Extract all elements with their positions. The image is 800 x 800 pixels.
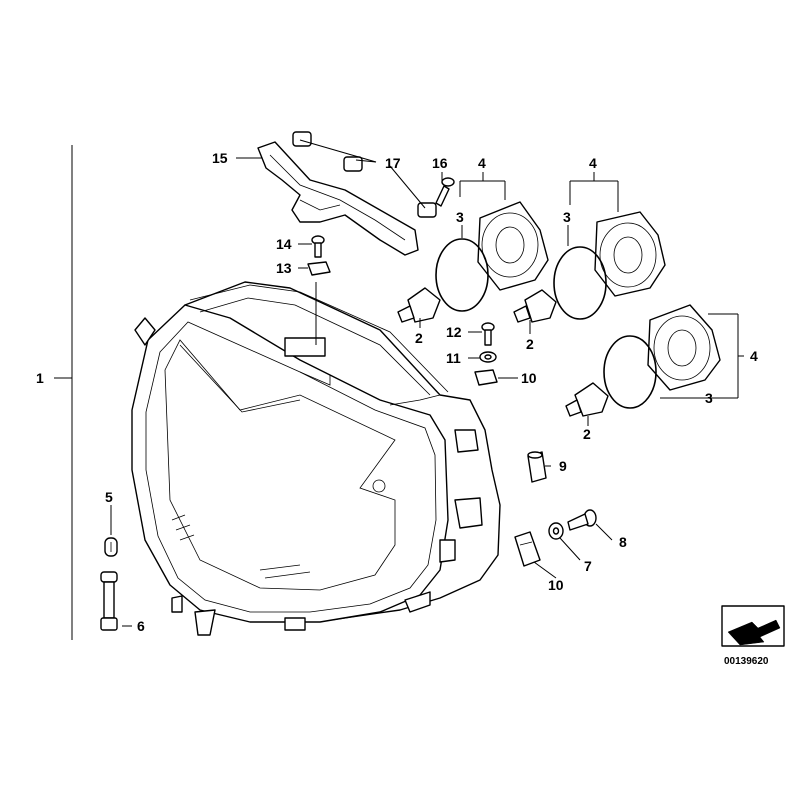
- callout-6: 6: [137, 618, 145, 634]
- callout-10-top: 10: [521, 370, 537, 386]
- callout-bracket-4-left: [459, 172, 506, 200]
- callout-3-middle: 3: [563, 209, 571, 225]
- callout-10-bottom: 10: [548, 577, 564, 593]
- screw-16: [435, 177, 455, 207]
- callout-7: 7: [584, 558, 592, 574]
- callouts: 1 15 17 16 4 4 3 3 14 13 2 2 12 11 10 4 …: [36, 150, 758, 634]
- reflector-unit-middle: [594, 211, 666, 297]
- callout-17: 17: [385, 155, 401, 171]
- orientation-arrow-icon: [721, 605, 785, 647]
- callout-bracket-4-right: [660, 313, 744, 399]
- callout-5: 5: [105, 489, 113, 505]
- screw-8: [567, 509, 597, 531]
- callout-4-left: 4: [478, 155, 486, 171]
- callout-4-middle: 4: [589, 155, 597, 171]
- clip-13: [307, 261, 331, 276]
- bracket-15: [257, 141, 419, 256]
- callout-13: 13: [276, 260, 292, 276]
- reflector-unit-right: [647, 304, 721, 391]
- bulb-5: [104, 537, 118, 557]
- callout-15: 15: [212, 150, 228, 166]
- screw-12: [481, 322, 495, 346]
- assembly-bracket-1: [54, 145, 73, 640]
- callout-2-middle: 2: [526, 336, 534, 352]
- sleeve-9: [527, 451, 547, 483]
- callout-1: 1: [36, 370, 44, 386]
- leader-lines: [110, 139, 613, 627]
- screw-14: [311, 235, 325, 258]
- leader-3: [461, 225, 569, 246]
- clip-10-top: [474, 369, 498, 386]
- reflector-unit-left: [477, 201, 549, 291]
- grommet-17: [292, 131, 437, 218]
- washer-7: [548, 522, 564, 540]
- callout-3-right: 3: [705, 390, 713, 406]
- bulb-2-left: [397, 287, 441, 323]
- callout-9: 9: [559, 458, 567, 474]
- callout-2-right: 2: [583, 426, 591, 442]
- clip-10-bottom: [514, 531, 541, 567]
- callout-2-left: 2: [415, 330, 423, 346]
- headlight-housing: [131, 281, 501, 636]
- callout-16: 16: [432, 155, 448, 171]
- seal-ring-middle: [553, 246, 607, 320]
- bulb-2-right: [565, 382, 609, 417]
- seal-ring-left: [435, 238, 489, 312]
- socket-6: [100, 571, 118, 631]
- callout-3-left: 3: [456, 209, 464, 225]
- callout-8: 8: [619, 534, 627, 550]
- seal-ring-right: [603, 335, 657, 409]
- diagram-code: 00139620: [724, 656, 769, 667]
- callout-4-right: 4: [750, 348, 758, 364]
- washer-11: [479, 351, 497, 363]
- callout-11: 11: [446, 350, 461, 366]
- callout-14: 14: [276, 236, 292, 252]
- callout-12: 12: [446, 324, 462, 340]
- bulb-2-middle: [513, 289, 557, 323]
- callout-bracket-4-middle: [569, 172, 619, 212]
